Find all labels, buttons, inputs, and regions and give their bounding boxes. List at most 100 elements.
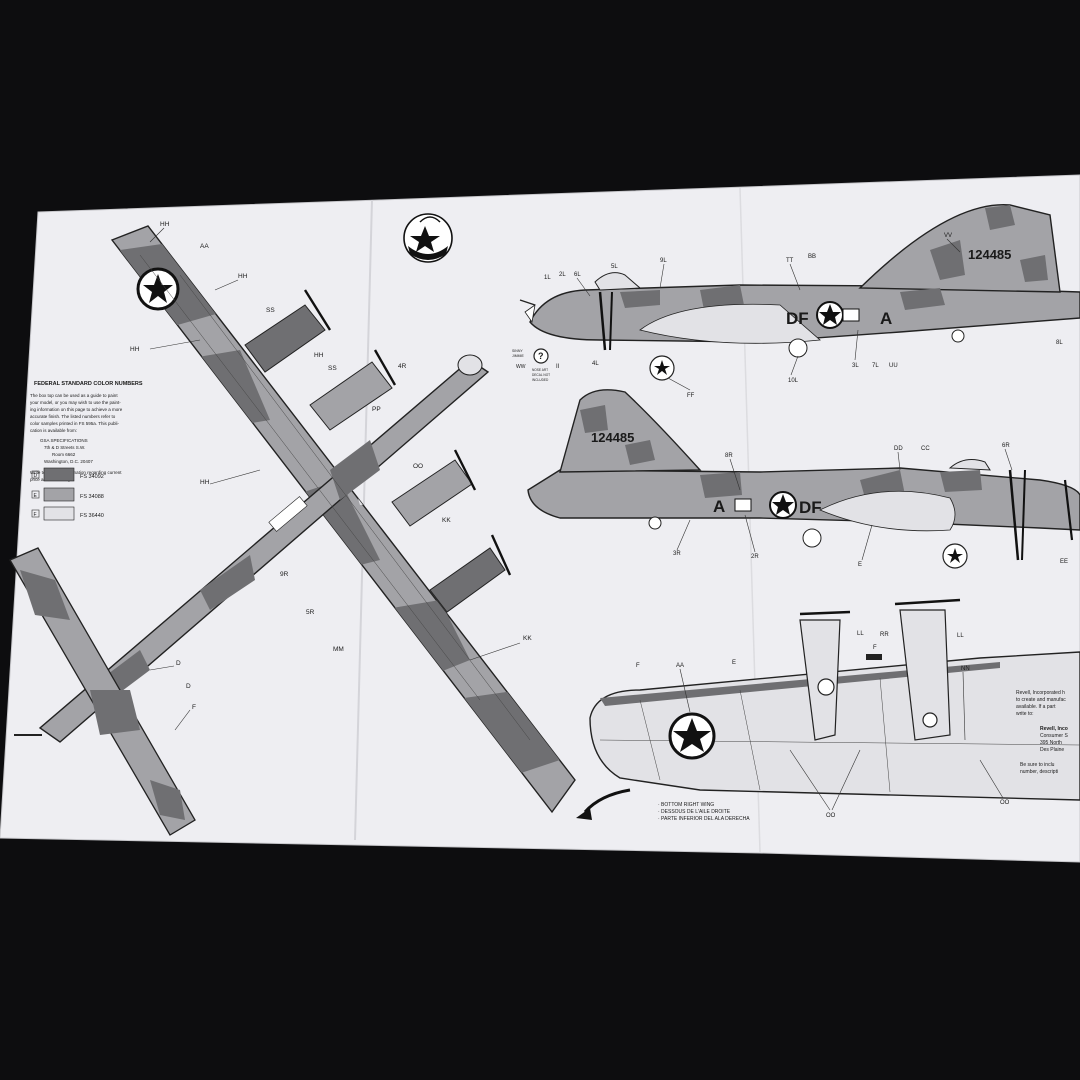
note-line: number, descripti <box>1020 769 1058 775</box>
tail-serial: 124485 <box>591 430 634 445</box>
address-line: GSA SPECIFICATIONS <box>40 438 88 443</box>
note-line: INCLUDED <box>532 378 549 382</box>
note-line: Consumer S <box>1040 733 1068 739</box>
note-line: Des Plaine <box>1040 747 1064 753</box>
callout: D <box>176 660 181 667</box>
side-view-left: DF A 124485 <box>519 204 1080 381</box>
callout: 2R <box>751 554 759 560</box>
aircraft-code-right: A <box>880 309 892 328</box>
callout: 8R <box>725 453 733 459</box>
note-line: WW <box>516 364 526 370</box>
callout: D <box>186 683 191 690</box>
callout: KK <box>523 635 532 642</box>
callout: UU <box>889 363 898 369</box>
callout: F <box>192 704 196 711</box>
caption-line: · PARTE INFERIOR DEL ALA DERECHA <box>658 816 750 822</box>
color-swatch <box>43 467 75 482</box>
callout: KK <box>442 517 451 524</box>
callout: AA <box>676 663 684 669</box>
color-swatch <box>43 487 75 502</box>
callout: RR <box>880 632 889 638</box>
note-line: Be sure to inclu <box>1020 762 1055 768</box>
callout: 1L <box>544 275 551 281</box>
callout: F <box>873 645 877 651</box>
callout: HH <box>160 221 170 228</box>
callout: 9R <box>280 571 289 578</box>
color-row: D FS 34092 <box>31 467 104 482</box>
callout: HH <box>238 273 248 280</box>
callout: HH <box>200 479 210 486</box>
color-key: E <box>34 493 38 499</box>
callout: AA <box>200 243 209 250</box>
outro-line: Write to GSA for information regarding c… <box>30 470 122 475</box>
callout: DD <box>894 446 903 452</box>
callout: 5R <box>306 609 315 616</box>
callout: LL <box>857 631 864 637</box>
callout: 8L <box>1056 340 1063 346</box>
bottom-wing-view <box>589 598 1080 801</box>
callout: OO <box>1000 800 1010 806</box>
color-key: D <box>34 473 38 479</box>
callout: EE <box>1060 559 1068 565</box>
note-line: to create and manufac <box>1016 697 1066 703</box>
color-swatch <box>43 506 75 521</box>
intro-line: cation is available from: <box>30 428 77 433</box>
squadron-emblem <box>403 213 453 263</box>
svg-text:?: ? <box>538 351 544 361</box>
color-key: F <box>34 512 37 518</box>
callout: 6L <box>574 272 581 278</box>
callout: 7L <box>872 363 879 369</box>
side-view-right: A DF 124485 <box>527 389 1080 569</box>
nose-art-note: ? SINNY JIMMIE WW NOSE ART DECAL NOT INC… <box>512 348 550 382</box>
callout: 6R <box>1002 443 1010 449</box>
revell-note: Revell, Incorporated h to create and man… <box>1016 690 1068 775</box>
address-line: Washington, D.C. 20407 <box>44 459 93 464</box>
intro-line: ing information on this page to achieve … <box>30 407 123 412</box>
aircraft-code-left: DF <box>799 498 822 517</box>
callout: 5L <box>611 264 618 270</box>
side-lower-callouts: 8R DD CC 6R 3R 2R E EE <box>673 443 1068 568</box>
callout: HH <box>130 346 140 353</box>
caption-line: · BOTTOM RIGHT WING <box>658 802 714 808</box>
callout: BB <box>808 254 816 260</box>
callout: 9L <box>660 258 667 264</box>
note-line: JIMMIE <box>512 354 525 358</box>
callout: E <box>732 660 736 666</box>
side-upper-callouts: 9L 6L 2L 1L 5L 4L TT BB VV 3L 7L UU 10L … <box>544 233 1063 399</box>
color-row: E FS 34088 <box>31 487 104 502</box>
intro-line: accurate finish. The listed numbers refe… <box>30 414 116 419</box>
note-line: Revell, Inco <box>1040 726 1068 732</box>
callout: II <box>556 364 560 370</box>
callout: TT <box>786 258 794 264</box>
callout: FF <box>687 393 695 399</box>
callout: F <box>636 663 640 669</box>
aircraft-code-left: DF <box>786 309 809 328</box>
callout: 4R <box>398 363 407 370</box>
address-line: 7th & D Streets S.W. <box>44 445 85 450</box>
note-line: SINNY <box>512 349 523 353</box>
wing-callouts: F AA E LL RR F LL NN OO OO <box>636 631 1010 819</box>
color-code: FS 34092 <box>80 474 104 480</box>
callout: OO <box>826 813 836 819</box>
callout: E <box>858 562 862 568</box>
note-line: write to: <box>1016 711 1034 717</box>
tail-serial: 124485 <box>968 247 1011 262</box>
aircraft-code-right: A <box>713 497 725 516</box>
top-view-aircraft <box>9 225 576 836</box>
callout: PP <box>372 406 381 413</box>
top-view-callouts: HH AA HH SS HH HH SS 4R PP OO HH KK 9R 5… <box>130 221 532 731</box>
callout: VV <box>944 233 952 239</box>
note-line: DECAL NOT <box>532 373 550 377</box>
note-line: 395 North <box>1040 740 1062 746</box>
caption-line: · DESSOUS DE L'AILE DROITE <box>658 809 731 815</box>
intro-line: color samples printed in FS 595a. This p… <box>30 421 119 426</box>
callout: CC <box>921 446 930 452</box>
callout: MM <box>333 646 344 653</box>
intro-line: your model, or you may wish to use the p… <box>30 400 121 405</box>
callout: 3R <box>673 551 681 557</box>
color-row: F FS 36440 <box>31 506 104 521</box>
note-line: NOSE ART <box>532 368 548 372</box>
wing-caption: · BOTTOM RIGHT WING · DESSOUS DE L'AILE … <box>576 788 750 822</box>
callout: 3L <box>852 363 859 369</box>
